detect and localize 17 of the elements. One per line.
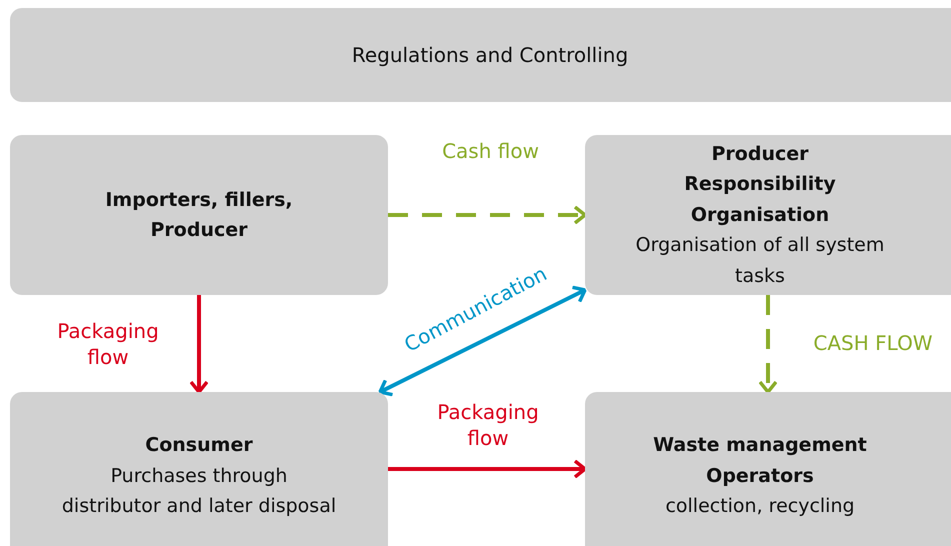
arrow bbox=[378, 286, 587, 396]
arrow bbox=[189, 295, 209, 394]
process-box bbox=[10, 8, 951, 102]
arrow bbox=[758, 295, 778, 394]
process-box bbox=[585, 392, 951, 546]
process-box bbox=[585, 135, 951, 295]
arrow bbox=[388, 205, 587, 225]
box-heading: Regulations and Controlling bbox=[352, 42, 628, 69]
process-box bbox=[10, 392, 388, 546]
box-text: Purchases through distributor and later disposal bbox=[60, 464, 338, 520]
box-heading: Consumer bbox=[145, 433, 253, 458]
arrow bbox=[388, 459, 587, 479]
process-box bbox=[10, 135, 388, 295]
box-text: collection, recycling bbox=[665, 494, 855, 520]
box-heading: Producer Responsibility Organisation bbox=[683, 142, 837, 228]
box-heading: Importers, fillers, Producer bbox=[104, 188, 294, 243]
box-text: Organisation of all system tasks bbox=[635, 233, 885, 289]
